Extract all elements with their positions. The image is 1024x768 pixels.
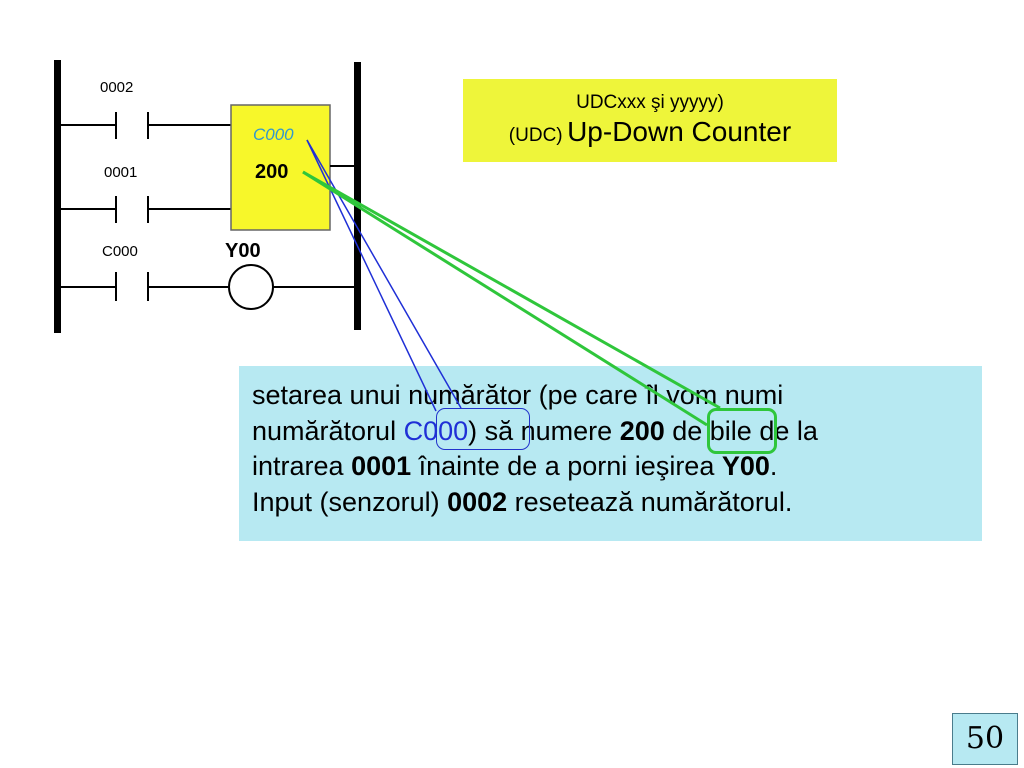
description-line-4: Input (senzorul) 0002 resetează numărăto… bbox=[252, 485, 968, 521]
desc-text: . bbox=[769, 451, 778, 481]
desc-preset-value: 200 bbox=[619, 415, 665, 446]
output-coil[interactable] bbox=[228, 264, 274, 310]
title-line2: (UDC) Up-Down Counter bbox=[463, 115, 837, 154]
counter-name-highlight bbox=[436, 408, 530, 450]
desc-text: intrarea bbox=[252, 451, 352, 481]
left-power-rail bbox=[54, 60, 61, 333]
desc-reset-name: 0002 bbox=[447, 486, 508, 517]
contact-0002-label: 0002 bbox=[100, 79, 133, 96]
title-box: UDCxxx şi yyyyy) (UDC) Up-Down Counter bbox=[463, 79, 837, 162]
preset-highlight bbox=[707, 408, 777, 454]
description-line-2: numărătorul C000) să numere 200 de bile … bbox=[252, 414, 968, 450]
description-line-3: intrarea 0001 înainte de a porni ieşirea… bbox=[252, 449, 968, 485]
desc-input-name: 0001 bbox=[351, 451, 412, 481]
title-udc-prefix: (UDC) bbox=[508, 125, 563, 146]
page-number: 50 bbox=[952, 713, 1018, 765]
coil-label: Y00 bbox=[225, 240, 261, 262]
desc-text: înainte de a porni ieşirea bbox=[411, 451, 722, 481]
desc-output-name: Y00 bbox=[721, 451, 770, 481]
description-box: setarea unui numărător (pe care îl vom n… bbox=[239, 366, 982, 541]
counter-name-label: C000 bbox=[253, 125, 294, 144]
desc-text: numărătorul bbox=[252, 415, 404, 446]
desc-text: Input (senzorul) bbox=[252, 486, 448, 517]
title-line1: UDCxxx şi yyyyy) bbox=[576, 92, 724, 113]
title-main: Up-Down Counter bbox=[567, 116, 792, 147]
contact-0001-label: 0001 bbox=[104, 164, 137, 181]
desc-text: resetează numărătorul. bbox=[507, 486, 793, 517]
description-line-1: setarea unui numărător (pe care îl vom n… bbox=[252, 380, 784, 410]
contact-c000-label: C000 bbox=[102, 243, 138, 260]
right-power-rail bbox=[354, 62, 361, 330]
counter-preset-label: 200 bbox=[255, 161, 288, 183]
